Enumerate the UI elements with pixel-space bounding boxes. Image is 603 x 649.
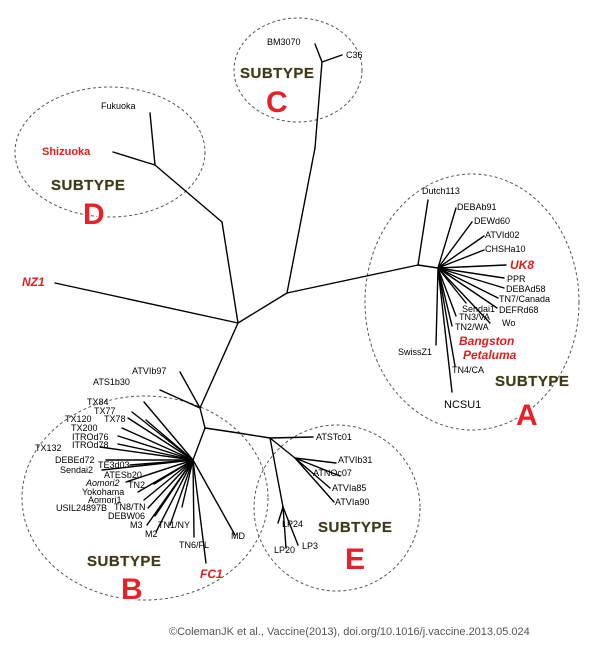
taxon-label: TN2 bbox=[128, 480, 145, 490]
taxon-label: LP20 bbox=[274, 545, 295, 555]
taxon-label: DEWd60 bbox=[474, 216, 510, 226]
taxon-label: ATSTc01 bbox=[316, 432, 352, 442]
subtype-e-letter: E bbox=[345, 543, 365, 576]
taxon-label: Aomori1 bbox=[88, 495, 122, 505]
subtype-d-letter: D bbox=[83, 198, 105, 231]
taxon-label: TE3d03 bbox=[98, 460, 130, 470]
taxon-label: Sendai2 bbox=[60, 465, 93, 475]
taxon-label: ITROd78 bbox=[72, 440, 109, 450]
taxon-label: M3 bbox=[130, 520, 143, 530]
taxon-label-highlighted: Petaluma bbox=[463, 348, 517, 362]
image-credit: ©ColemanJK et al., Vaccine(2013), doi.or… bbox=[169, 626, 530, 638]
taxon-label: TX78 bbox=[104, 414, 126, 424]
subtype-c-boundary bbox=[233, 17, 363, 123]
taxon-label: DEBAd58 bbox=[506, 284, 546, 294]
taxon-label: TN7/Canada bbox=[499, 294, 550, 304]
taxon-label: ITROd76 bbox=[72, 432, 109, 442]
tree-branches bbox=[54, 43, 507, 564]
taxon-label: Fukuoka bbox=[101, 101, 136, 111]
subtype-d-caption: SUBTYPE bbox=[51, 177, 125, 194]
taxon-label: TX200 bbox=[71, 423, 98, 433]
subtype-b-boundary bbox=[21, 395, 269, 601]
taxon-label: ATVIa90 bbox=[335, 497, 369, 507]
taxon-label-highlighted: Bangston bbox=[459, 334, 514, 348]
taxon-label: DEBEd72 bbox=[55, 455, 95, 465]
subtype-b-caption: SUBTYPE bbox=[87, 553, 161, 570]
taxon-label: TN4/CA bbox=[452, 365, 484, 375]
taxon-label: TN1/NY bbox=[158, 520, 190, 530]
taxon-label: LP3 bbox=[302, 541, 318, 551]
taxon-label: ATS1b30 bbox=[93, 377, 130, 387]
subtype-e-boundary bbox=[253, 424, 421, 592]
subtype-a-letter: A bbox=[516, 399, 538, 432]
taxon-label: Sendai1 bbox=[462, 304, 495, 314]
taxon-label-highlighted: UK8 bbox=[510, 258, 534, 272]
taxon-label: ATESb20 bbox=[104, 470, 142, 480]
taxon-label: TX84 bbox=[87, 397, 109, 407]
taxon-label: Yokohama bbox=[82, 487, 124, 497]
taxon-label: TN2/WA bbox=[455, 322, 489, 332]
taxon-label: Dutch113 bbox=[422, 186, 460, 196]
subtype-c-letter: C bbox=[266, 86, 288, 119]
taxon-label: M2 bbox=[145, 529, 158, 539]
taxon-label: ATVId02 bbox=[485, 230, 519, 240]
taxon-label: BM3070 bbox=[267, 37, 301, 47]
taxon-label: C36 bbox=[346, 50, 363, 60]
taxon-label: USIL24897B bbox=[56, 503, 107, 513]
subtype-e-caption: SUBTYPE bbox=[318, 519, 392, 536]
subtype-d-boundary bbox=[14, 86, 206, 218]
taxon-label: ATNOc07 bbox=[313, 468, 352, 478]
taxon-label: LP24 bbox=[282, 519, 303, 529]
taxon-label: TN6/FL bbox=[179, 540, 209, 550]
taxon-label: SwissZ1 bbox=[398, 347, 432, 357]
subtype-boundaries bbox=[14, 17, 580, 601]
taxon-label: ATVIb31 bbox=[338, 455, 372, 465]
taxon-label-highlighted: FC1 bbox=[200, 567, 223, 581]
subtype-b-letter: B bbox=[121, 573, 143, 606]
taxon-label: TN8/TN bbox=[114, 502, 146, 512]
taxon-label-highlighted: Shizuoka bbox=[42, 146, 91, 158]
taxon-label: DEBW06 bbox=[108, 511, 145, 521]
taxon-label: ATVIb97 bbox=[132, 366, 166, 376]
taxon-label: DEBAb91 bbox=[457, 202, 497, 212]
taxon-label: ATVIa85 bbox=[332, 483, 366, 493]
taxon-label: Wo bbox=[502, 318, 515, 328]
subtype-a-caption: SUBTYPE bbox=[495, 373, 569, 390]
taxon-label: TX77 bbox=[94, 406, 116, 416]
subtype-a-boundary bbox=[364, 173, 580, 431]
taxon-label: NCSU1 bbox=[444, 399, 481, 411]
taxon-label: TN3/VA bbox=[459, 312, 490, 322]
taxon-label: MD bbox=[231, 531, 245, 541]
taxon-label: DEFRd68 bbox=[499, 305, 539, 315]
taxon-label-highlighted: NZ1 bbox=[22, 275, 45, 289]
taxon-label: TX132 bbox=[35, 443, 62, 453]
subtype-c-caption: SUBTYPE bbox=[240, 65, 314, 82]
taxon-label: Aomori2 bbox=[85, 478, 120, 488]
taxon-label: PPR bbox=[507, 274, 526, 284]
taxon-label: TX120 bbox=[65, 414, 92, 424]
taxon-label: CHSHa10 bbox=[485, 244, 526, 254]
